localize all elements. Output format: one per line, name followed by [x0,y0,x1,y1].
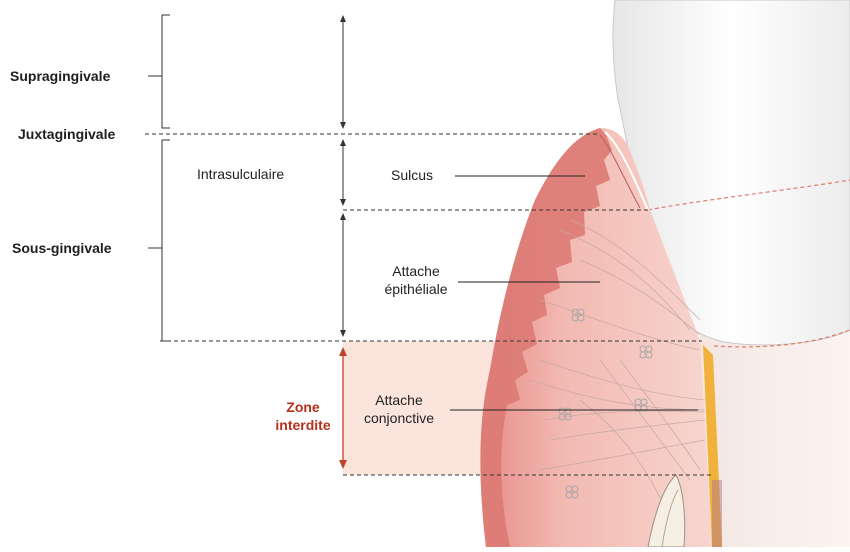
supragingival-bracket [162,15,170,128]
pdl [712,480,722,547]
label-intrasulculaire: Intrasulculaire [197,165,284,183]
label-attache-epitheliale-line2: épithéliale [378,280,454,298]
label-attache-conjonctive-line1: Attache [352,391,446,409]
label-attache-epitheliale-line1: Attache [378,262,454,280]
label-sous-gingivale: Sous-gingivale [12,239,112,257]
subgingival-bracket [162,140,170,341]
label-attache-conjonctive: Attache conjonctive [352,391,446,427]
label-zone-interdite-line2: interdite [268,416,338,434]
label-attache-conjonctive-line2: conjonctive [352,409,446,427]
label-supragingivale: Supragingivale [10,67,110,85]
label-juxtagingivale: Juxtagingivale [18,125,115,143]
measurement-arrows [340,15,346,337]
label-zone-interdite: Zone interdite [268,398,338,434]
label-attache-epitheliale: Attache épithéliale [378,262,454,298]
label-sulcus: Sulcus [391,166,433,184]
label-zone-interdite-line1: Zone [268,398,338,416]
